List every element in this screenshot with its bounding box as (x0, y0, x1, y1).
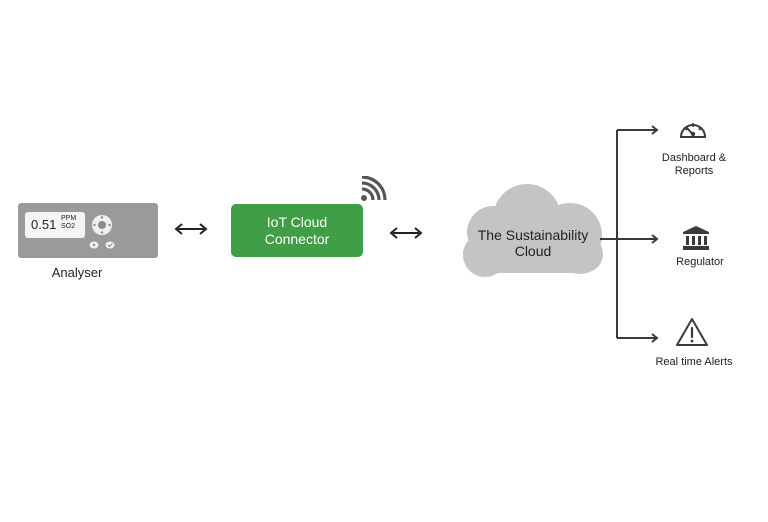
cloud-line2: Cloud (514, 243, 552, 259)
cloud-line1: The Sustainability (477, 227, 589, 243)
bank-icon (683, 226, 709, 250)
iot-cloud-connector: IoT Cloud Connector (231, 204, 363, 257)
analyser-unit-top: PPM (61, 215, 77, 222)
output-dashboard-label: Dashboard & Reports (652, 152, 736, 178)
branch-arrows (600, 125, 659, 343)
connector-line1: IoT Cloud (266, 213, 328, 230)
wifi-signal-icon (361, 176, 387, 201)
analyser-unit-bottom: SO2 (61, 223, 76, 230)
sustainability-cloud-label: The Sustainability Cloud (458, 227, 608, 259)
cloud-shape (463, 184, 603, 277)
bidirectional-arrow-icon (174, 223, 208, 235)
analyser-screen: 0.51 PPM SO2 (25, 212, 85, 238)
dashboard-line2: Reports (674, 165, 714, 177)
bidirectional-arrow-icon (389, 227, 423, 239)
analyser-device: 0.51 PPM SO2 (18, 203, 158, 258)
output-alerts-label: Real time Alerts (655, 356, 733, 368)
gauge-icon (679, 123, 707, 138)
analyser-label: Analyser (51, 265, 103, 280)
device-buttons-icon (89, 241, 115, 249)
output-regulator-label: Regulator (676, 256, 724, 268)
dashboard-line1: Dashboard & (661, 152, 727, 164)
connector-line2: Connector (264, 230, 330, 247)
dpad-icon (92, 215, 112, 235)
analyser-reading: 0.51 (31, 217, 57, 232)
warning-icon (676, 318, 708, 346)
